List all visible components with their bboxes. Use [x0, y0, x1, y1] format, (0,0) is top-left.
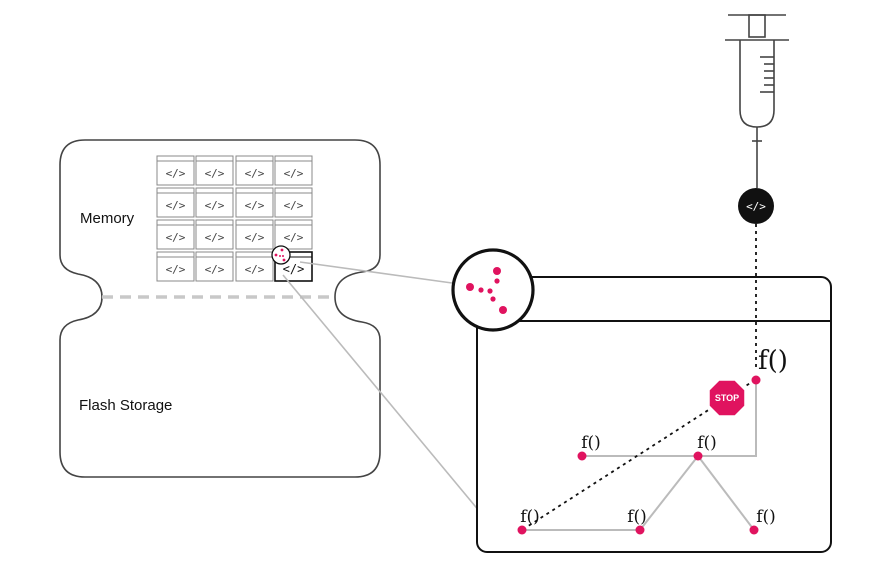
- code-tile-grid: </> </> </> </> </> </> </> </> </> </> </> </> </> <…: [156, 155, 313, 282]
- code-tile-label: </>: [245, 199, 265, 212]
- code-tile: </>: [195, 155, 234, 186]
- stop-sign-icon: STOP: [708, 379, 746, 417]
- zoom-connector-line: [299, 261, 453, 284]
- code-tile-label: </>: [166, 167, 186, 180]
- network-icon: [451, 248, 535, 332]
- function-label: f(): [697, 433, 717, 453]
- code-tile-label: </>: [166, 263, 186, 276]
- function-node-dot: [749, 525, 759, 535]
- injected-code-icon: </>: [738, 188, 774, 224]
- code-tile-label: </>: [166, 199, 186, 212]
- function-nodes: f() f() f() f() f() f(): [517, 346, 788, 535]
- code-tile: </>: [195, 219, 234, 250]
- call-tree-edges: [522, 380, 757, 531]
- magnifier-circle: [451, 248, 535, 332]
- zoom-connector-line: [282, 274, 481, 513]
- function-label: f(): [581, 433, 601, 453]
- code-tile-label: </>: [245, 167, 265, 180]
- storage-device: Memory Flash Storage </></></></></></><…: [59, 139, 381, 478]
- code-tile-label: </>: [245, 263, 265, 276]
- function-label-root: f(): [758, 346, 788, 376]
- injected-code-label: </>: [746, 200, 766, 213]
- code-tile: </>: [156, 219, 195, 250]
- code-tile-label: </>: [283, 262, 305, 276]
- code-tile: </>: [274, 219, 313, 250]
- code-tile: </>: [156, 155, 195, 186]
- code-tile: </>: [235, 251, 274, 282]
- stop-sign-octagon: [708, 379, 746, 417]
- window-frame: [476, 276, 832, 553]
- code-tile-label: </>: [245, 231, 265, 244]
- network-node: [494, 278, 500, 284]
- code-tile: </>: [274, 155, 313, 186]
- network-node: [493, 267, 501, 275]
- code-tile-label: </>: [166, 231, 186, 244]
- code-tile: </>: [235, 219, 274, 250]
- zoomed-window: [476, 276, 832, 553]
- function-node-dot: [635, 525, 645, 535]
- function-node-dot: [751, 375, 761, 385]
- code-tile: </>: [195, 251, 234, 282]
- injected-code-circle: [738, 188, 774, 224]
- code-tile: </>: [274, 187, 313, 218]
- code-tile-label: </>: [284, 167, 304, 180]
- memory-label: Memory: [80, 210, 135, 227]
- code-tile-label: </>: [284, 199, 304, 212]
- network-node: [478, 287, 484, 293]
- code-tile-label: </>: [205, 167, 225, 180]
- network-node: [490, 296, 496, 302]
- function-node-dot: [577, 451, 587, 461]
- code-tile: </>: [235, 155, 274, 186]
- function-label: f(): [756, 507, 776, 527]
- syringe-icon: [725, 14, 789, 188]
- code-tile-label: </>: [205, 199, 225, 212]
- code-tile: </>: [156, 251, 195, 282]
- function-label: f(): [520, 507, 540, 527]
- network-node: [487, 288, 493, 294]
- code-tile: </>: [156, 187, 195, 218]
- code-tile-label: </>: [284, 231, 304, 244]
- code-tile: </>: [195, 187, 234, 218]
- code-tile-label: </>: [205, 263, 225, 276]
- function-label: f(): [627, 507, 647, 527]
- flash-storage-label: Flash Storage: [79, 397, 172, 414]
- network-badge-icon: [271, 245, 291, 265]
- code-tile-label: </>: [205, 231, 225, 244]
- network-node: [499, 306, 507, 314]
- stop-sign-label: STOP: [715, 393, 739, 403]
- function-node-dot: [517, 525, 527, 535]
- code-tile: </>: [235, 187, 274, 218]
- function-node-dot: [693, 451, 703, 461]
- network-node: [466, 283, 474, 291]
